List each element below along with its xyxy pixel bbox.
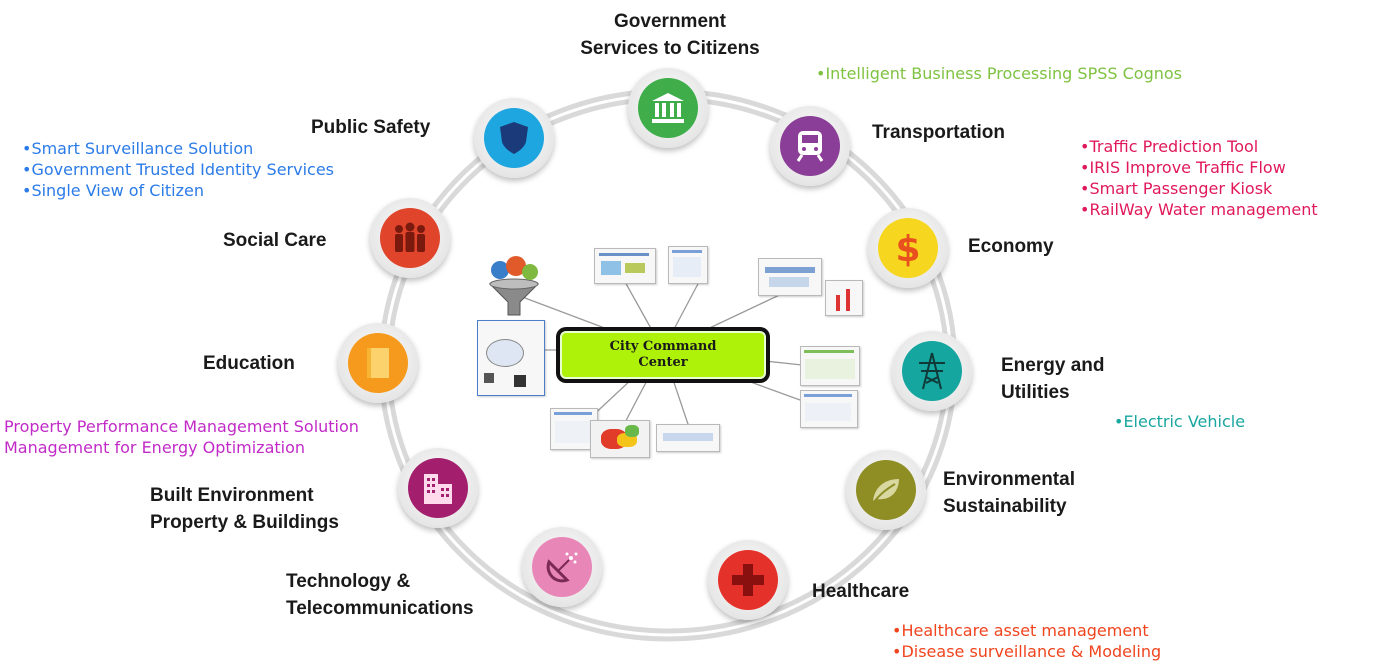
technology-label: Technology & Telecommunications	[286, 571, 474, 619]
bar-chart-thumbnail	[825, 280, 863, 316]
dashboard-thumbnail	[800, 346, 860, 386]
satellite-dish-icon	[546, 552, 578, 583]
transportation-bullets: •Traffic Prediction Tool •IRIS Improve T…	[1080, 136, 1318, 220]
education-bullets: Property Performance Management Solution…	[4, 416, 478, 458]
education-disc	[348, 333, 408, 393]
bullet-item: •Government Trusted Identity Services	[22, 160, 335, 179]
public-safety-node	[474, 98, 554, 178]
heat-map-thumbnail	[590, 420, 650, 458]
power-tower-icon	[919, 352, 945, 390]
energy-label: Energy and Utilities	[1001, 355, 1105, 403]
public-safety-label: Public Safety	[311, 117, 431, 138]
energy-bullets: •Electric Vehicle	[1114, 411, 1245, 432]
dashboard-thumbnail	[668, 246, 708, 284]
education-node	[338, 323, 418, 403]
svg-text:$: $	[895, 229, 920, 268]
bullet-item: •Smart Surveillance Solution	[22, 139, 254, 158]
bullet-item: Property Performance Management Solution	[4, 417, 359, 436]
bullet-item: •Intelligent Business Processing SPSS Co…	[816, 64, 1182, 83]
energy-disc	[902, 341, 962, 401]
bullet-item: •IRIS Improve Traffic Flow	[1080, 158, 1286, 177]
dollar-icon: $	[895, 229, 920, 268]
healthcare-bullets: •Healthcare asset management •Disease su…	[892, 620, 1161, 662]
built-environment-node	[398, 448, 478, 528]
bullet-item: •Smart Passenger Kiosk	[1080, 179, 1273, 198]
bullet-item: Management for Energy Optimization	[4, 438, 306, 457]
public-safety-disc	[484, 108, 544, 168]
environment-label: Environmental Sustainability	[943, 469, 1075, 517]
city-command-center-label: City Command Center	[560, 331, 766, 379]
building-icon	[424, 474, 452, 504]
economy-label: Economy	[968, 236, 1054, 257]
education-label: Education	[203, 353, 295, 374]
city-command-center-box: City Command Center	[556, 327, 770, 383]
technology-node	[522, 527, 602, 607]
train-icon	[796, 131, 824, 162]
public-safety-bullets: •Smart Surveillance Solution •Government…	[22, 138, 334, 201]
dashboard-thumbnail	[800, 390, 858, 428]
dashboard-thumbnail	[656, 424, 720, 452]
leaf-icon	[872, 479, 899, 504]
government-bullets: •Intelligent Business Processing SPSS Co…	[816, 63, 1182, 84]
transportation-label: Transportation	[872, 122, 1006, 143]
dashboard-thumbnail	[758, 258, 822, 296]
dashboard-thumbnail	[594, 248, 656, 284]
bullet-item: •Disease surveillance & Modeling	[892, 642, 1162, 661]
environment-disc	[856, 460, 916, 520]
transportation-disc	[780, 116, 840, 176]
bullet-item: •Single View of Citizen	[22, 181, 204, 200]
environment-node	[846, 450, 926, 530]
funnel-icon	[488, 256, 540, 316]
built-environment-label: Built Environment Property & Buildings	[150, 485, 339, 533]
book-icon	[367, 348, 389, 378]
bullet-item: •Electric Vehicle	[1114, 412, 1246, 431]
government-disc	[638, 78, 698, 138]
people-icon	[395, 222, 425, 252]
built-environment-disc	[408, 458, 468, 518]
healthcare-disc	[718, 550, 778, 610]
social-care-node	[370, 198, 450, 278]
healthcare-node	[708, 540, 788, 620]
technology-disc	[532, 537, 592, 597]
medical-cross-icon	[732, 564, 764, 596]
social-care-disc	[380, 208, 440, 268]
bank-building-icon	[652, 93, 684, 123]
transportation-node	[770, 106, 850, 186]
energy-node	[892, 331, 972, 411]
shield-icon	[500, 122, 528, 154]
economy-node: $	[868, 208, 948, 288]
healthcare-label: Healthcare	[812, 581, 910, 602]
bullet-item: •RailWay Water management	[1080, 200, 1318, 219]
economy-disc: $	[878, 218, 938, 278]
social-care-label: Social Care	[223, 230, 327, 251]
dashboard-thumbnail	[477, 320, 545, 396]
bullet-item: •Traffic Prediction Tool	[1080, 137, 1259, 156]
bullet-item: •Healthcare asset management	[892, 621, 1149, 640]
government-node	[628, 68, 708, 148]
government-label: Government Services to Citizens	[580, 11, 760, 59]
